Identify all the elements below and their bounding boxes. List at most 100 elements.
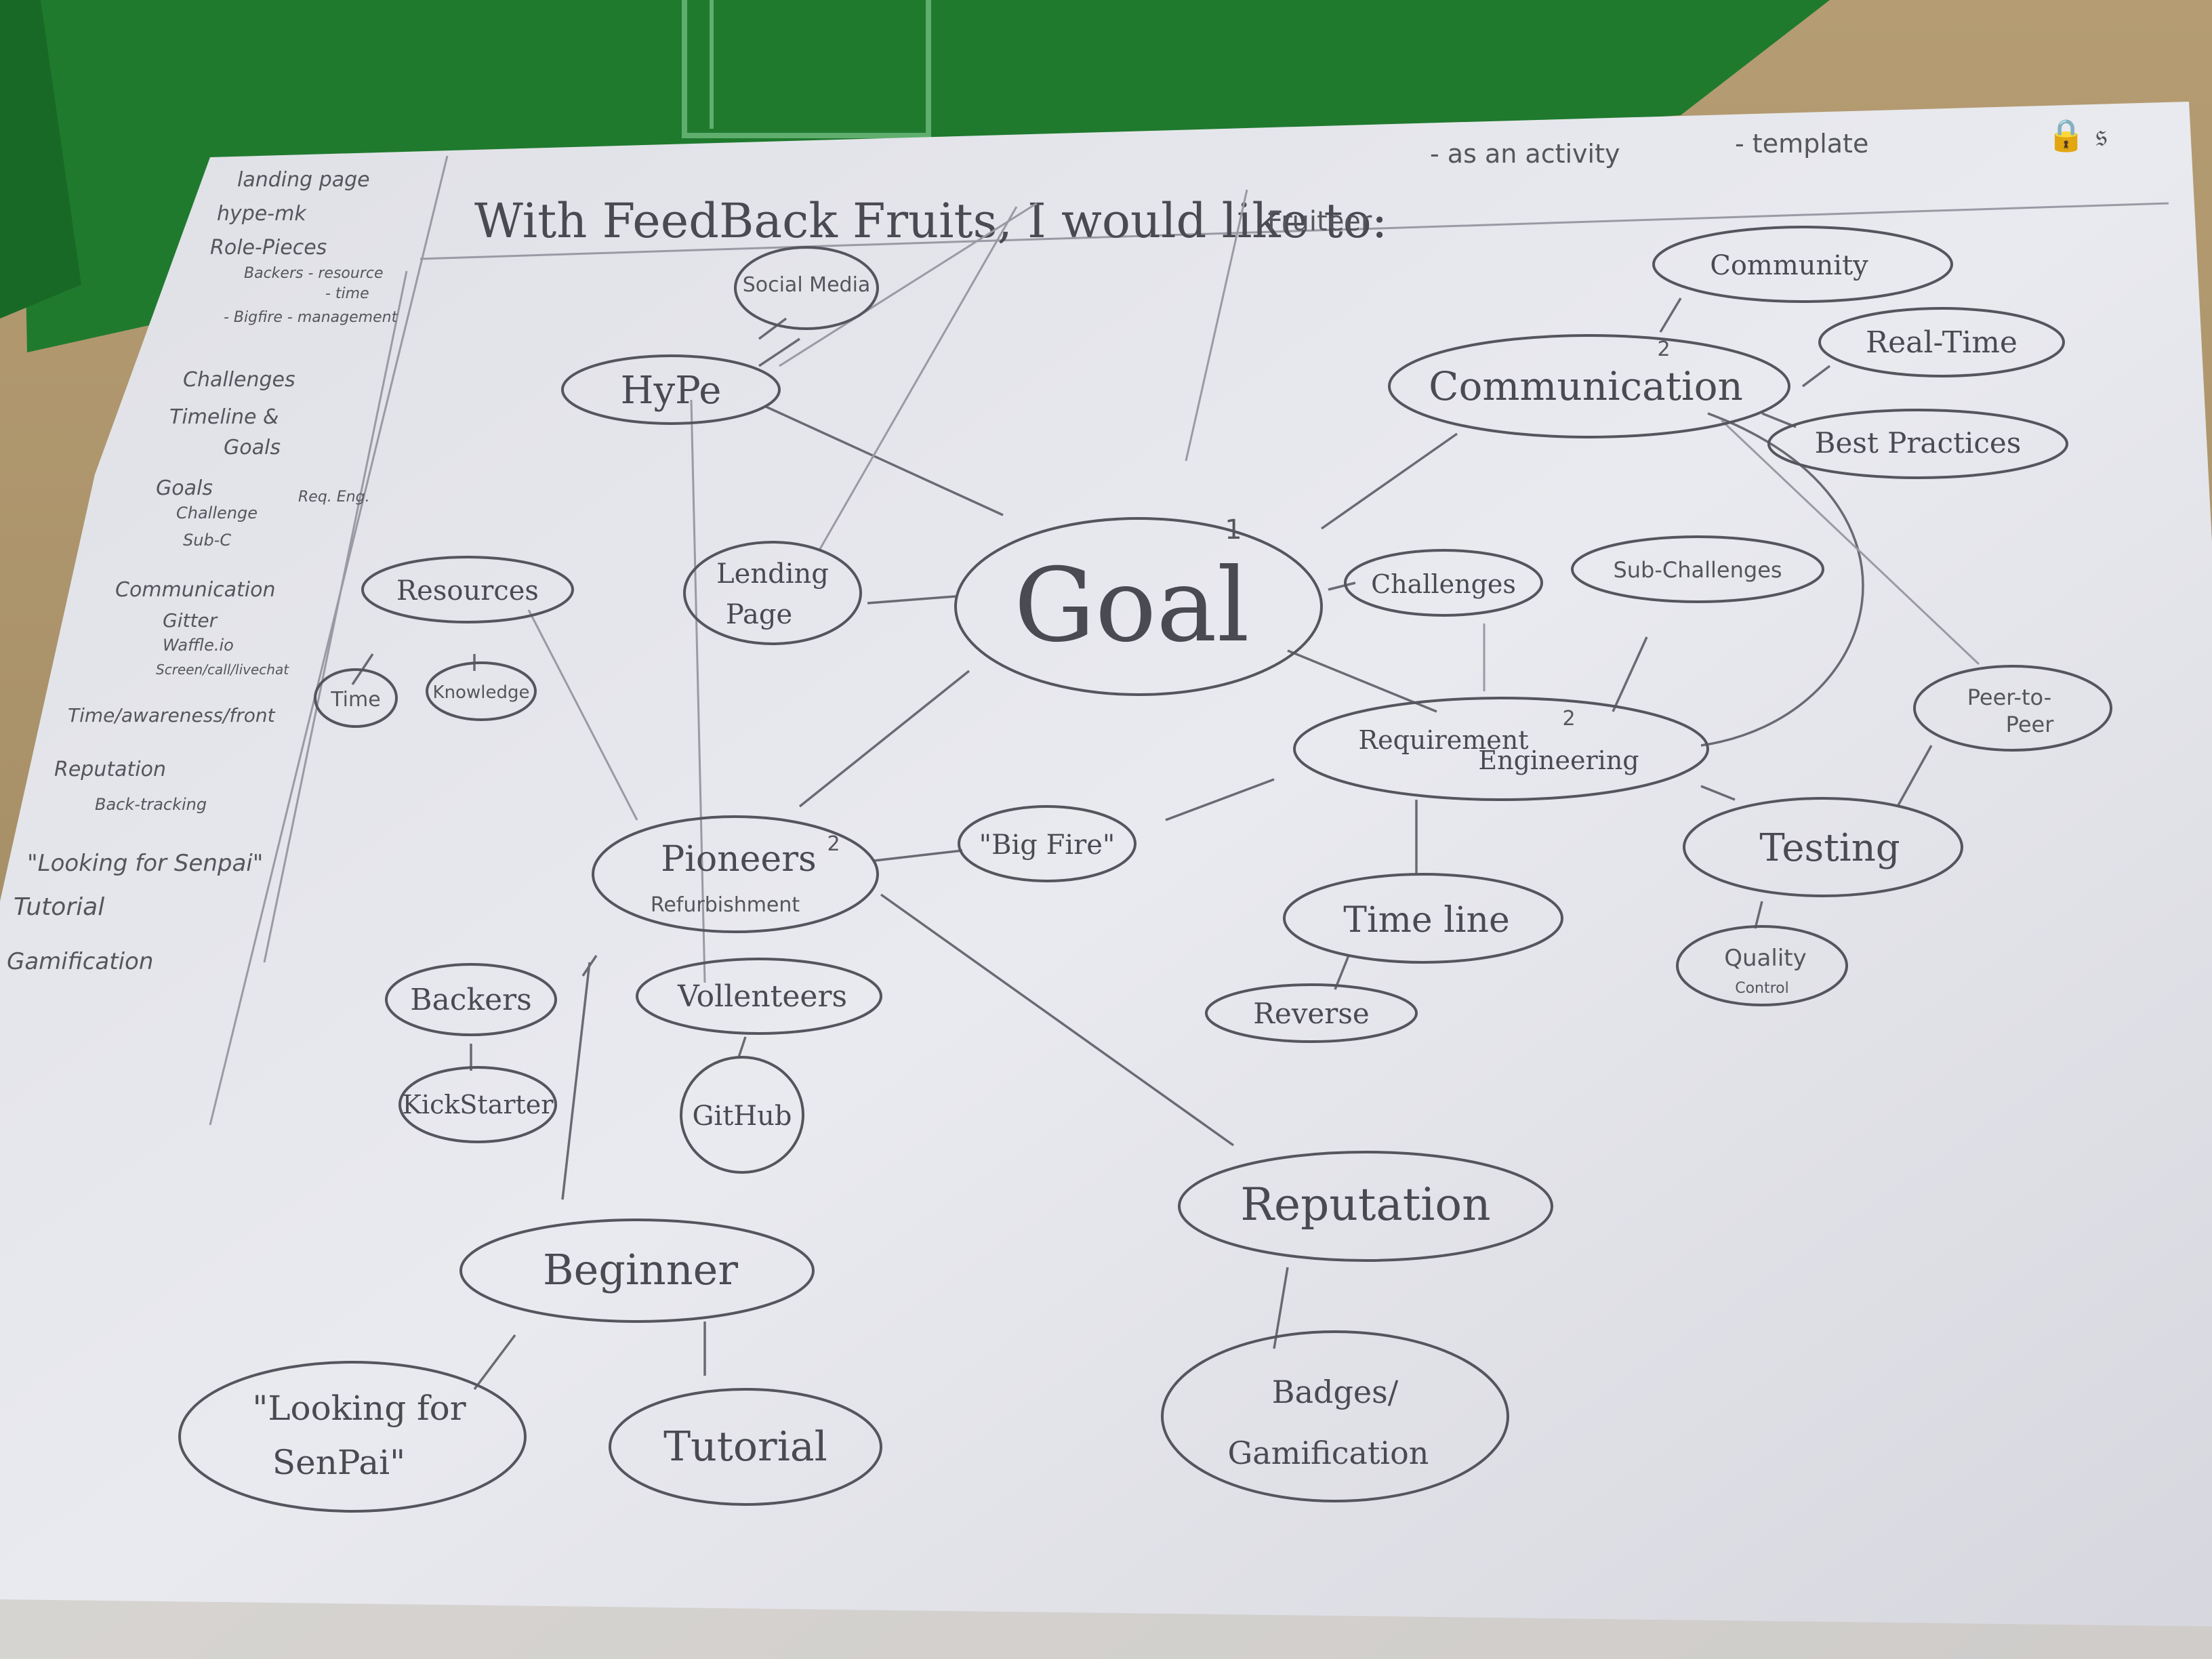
corner-marks: 🔒 𝔰 [2047, 117, 2107, 153]
reputation-bubble [1178, 1151, 1553, 1262]
quality-label-1: Quality [1724, 945, 1807, 972]
checklist-item: Backers - resource [244, 265, 384, 282]
checklist-item: Gitter [163, 609, 218, 632]
pioneers-bubble [592, 815, 879, 933]
fruiteer-text: Fruiteer [1267, 206, 1372, 237]
checklist-item: Sub-C [183, 531, 231, 550]
checklist: landing page hype-mk Role-Pieces Backers… [7, 168, 398, 975]
checklist-item: Communication [115, 578, 275, 602]
github-bubble [680, 1056, 804, 1174]
goal-number: 1 [1225, 514, 1242, 546]
margin-rule [209, 155, 449, 1126]
kickstarter-bubble [398, 1066, 557, 1143]
resources-bubble [361, 556, 574, 623]
lending-page-label-1: Lending [716, 558, 829, 590]
checklist-item: Gamification [7, 948, 153, 975]
backers-label: Backers [410, 983, 532, 1017]
checklist-item: Tutorial [14, 893, 104, 921]
senpai-label-1: "Looking for [252, 1389, 466, 1428]
prompt-text: With FeedBack Fruits, I would like to: [474, 193, 1387, 249]
goal-bubble [954, 517, 1323, 696]
tutorial-label: Tutorial [663, 1423, 827, 1471]
checklist-item: "Looking for Senpai" [27, 850, 263, 877]
senpai-bubble [178, 1361, 527, 1513]
communication-number: 2 [1657, 337, 1670, 361]
checklist-item: Time/awareness/front [68, 704, 276, 726]
hype-bubble [561, 354, 781, 425]
social-media-bubble [734, 246, 879, 330]
badges-label-2: Gamification [1228, 1435, 1429, 1471]
checklist-item: Req. Eng. [298, 489, 370, 506]
option-activity: - as an activity [1430, 139, 1620, 169]
margin-rule-2 [263, 270, 408, 963]
connections [351, 189, 1980, 1391]
communication-bubble [1388, 334, 1790, 438]
peer-to-peer-bubble [1913, 665, 2112, 752]
senpai-label-2: SenPai" [272, 1443, 405, 1482]
checklist-item: - time [325, 285, 369, 302]
checklist-item: Back-tracking [95, 795, 207, 814]
green-folder [20, 0, 1830, 352]
beginner-bubble [459, 1218, 815, 1323]
checklist-item: Challenges [183, 368, 295, 392]
sub-challenges-label: Sub-Challenges [1613, 557, 1782, 583]
big-fire-bubble [958, 805, 1136, 882]
pioneers-label: Pioneers [661, 839, 817, 880]
testing-bubble [1683, 797, 1963, 897]
pioneers-number: 2 [827, 832, 840, 856]
checklist-item: Waffle.io [163, 636, 234, 655]
reverse-label: Reverse [1253, 997, 1370, 1030]
social-media-label: Social Media [743, 273, 871, 297]
volunteers-bubble [636, 958, 882, 1035]
paper-sheet [0, 102, 2212, 1659]
knowledge-bubble [426, 661, 537, 721]
folder-lines [682, 0, 931, 138]
reputation-label: Reputation [1240, 1179, 1490, 1231]
real-time-bubble [1818, 307, 2065, 377]
lending-page-bubble [683, 541, 862, 645]
checklist-item: Goals [224, 436, 281, 459]
green-folder-edge [0, 0, 81, 319]
lending-page-label-2: Page [726, 599, 792, 630]
goal-label: Goal [1014, 547, 1250, 665]
pioneers-sub-label: Refurbishment [651, 893, 800, 917]
beginner-label: Beginner [543, 1245, 738, 1294]
volunteers-label: Vollenteers [677, 979, 847, 1014]
timeline-bubble [1283, 873, 1563, 964]
header-rule [419, 202, 2169, 260]
backers-bubble [385, 963, 557, 1036]
challenges-bubble [1344, 549, 1543, 617]
option-template: - template [1735, 129, 1868, 159]
checklist-item: Screen/call/livechat [156, 661, 289, 678]
checklist-item: Timeline & [169, 405, 279, 429]
testing-label: Testing [1759, 826, 1900, 870]
checklist-item: Reputation [54, 758, 166, 781]
quality-control-bubble [1676, 925, 1848, 1006]
timeline-label: Time line [1343, 900, 1509, 941]
req-eng-number: 2 [1562, 707, 1575, 731]
best-practices-bubble [1767, 409, 2068, 479]
req-eng-label-1: Requirement [1359, 725, 1529, 755]
req-eng-label-2: Engineering [1478, 745, 1639, 775]
paper-shadow [0, 1599, 2212, 1659]
quality-label-2: Control [1735, 980, 1789, 997]
sub-challenges-bubble [1571, 535, 1824, 603]
real-time-label: Real-Time [1866, 325, 2018, 360]
badges-label-1: Badges/ [1272, 1374, 1399, 1410]
knowledge-label: Knowledge [433, 682, 530, 703]
requirement-engineering-bubble [1293, 697, 1709, 801]
peer-label-2: Peer [2006, 712, 2055, 737]
community-label: Community [1710, 250, 1868, 281]
time-label: Time [330, 688, 380, 712]
best-practices-label: Best Practices [1815, 426, 2022, 459]
checklist-item: hype-mk [217, 202, 307, 226]
checklist-item: - Bigfire - management [224, 309, 398, 326]
github-label: GitHub [692, 1101, 792, 1132]
bubbles [178, 226, 2112, 1513]
checklist-item: Challenge [176, 504, 258, 523]
communication-label: Communication [1429, 363, 1743, 409]
reverse-bubble [1205, 983, 1418, 1043]
peer-label-1: Peer-to- [1967, 684, 2051, 710]
resources-label: Resources [396, 575, 539, 607]
